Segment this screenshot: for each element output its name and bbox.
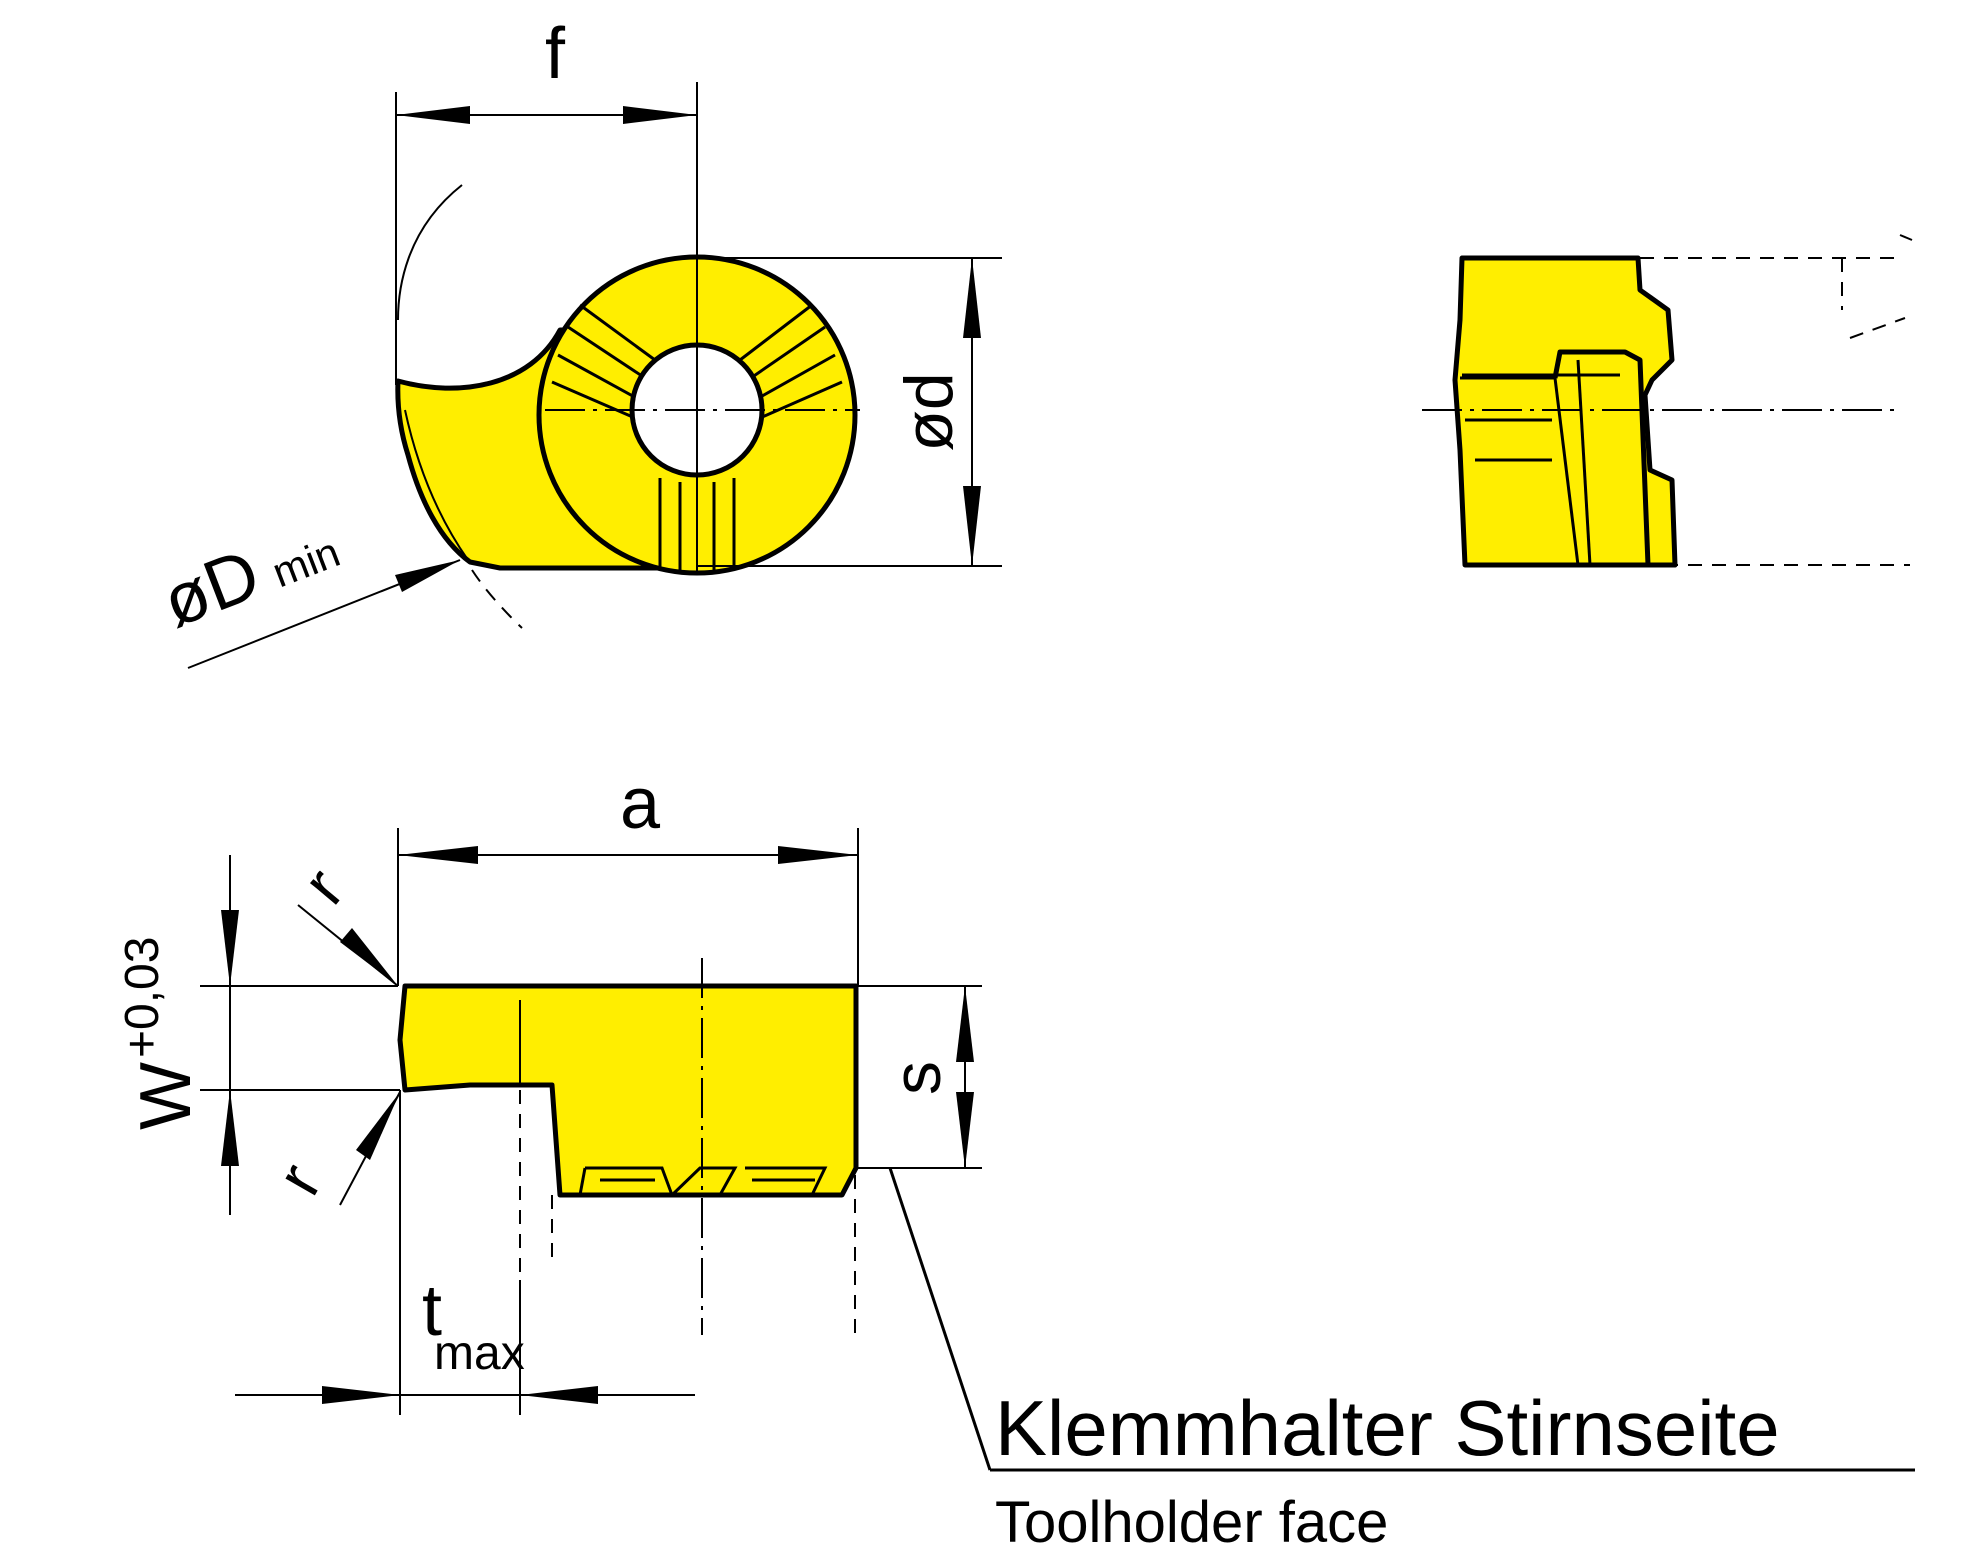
callout-english: Toolholder face [995, 1490, 1388, 1555]
dim-d-label: ød [891, 372, 967, 451]
upper-left-ribs [551, 303, 656, 420]
dim-r-bottom-label: r [262, 1152, 335, 1206]
bottom-ribs [658, 478, 736, 572]
dim-W-label: W+0,03 [116, 937, 206, 1130]
toolholder-face-callout: Klemmhalter Stirnseite Toolholder face [888, 1167, 1915, 1555]
side-view [1422, 234, 1913, 568]
dim-a-label: a [620, 764, 661, 844]
top-view-body [397, 983, 859, 1198]
upper-right-ribs [739, 303, 843, 420]
dim-f-label: f [545, 14, 566, 94]
dim-r-top-label: r [289, 855, 358, 918]
side-view-body [1452, 255, 1678, 568]
front-view: f ød øDmin [152, 14, 1002, 669]
dim-Dmin-label: øDmin [152, 504, 348, 643]
dim-s-label: s [879, 1061, 955, 1095]
callout-german: Klemmhalter Stirnseite [995, 1384, 1780, 1472]
